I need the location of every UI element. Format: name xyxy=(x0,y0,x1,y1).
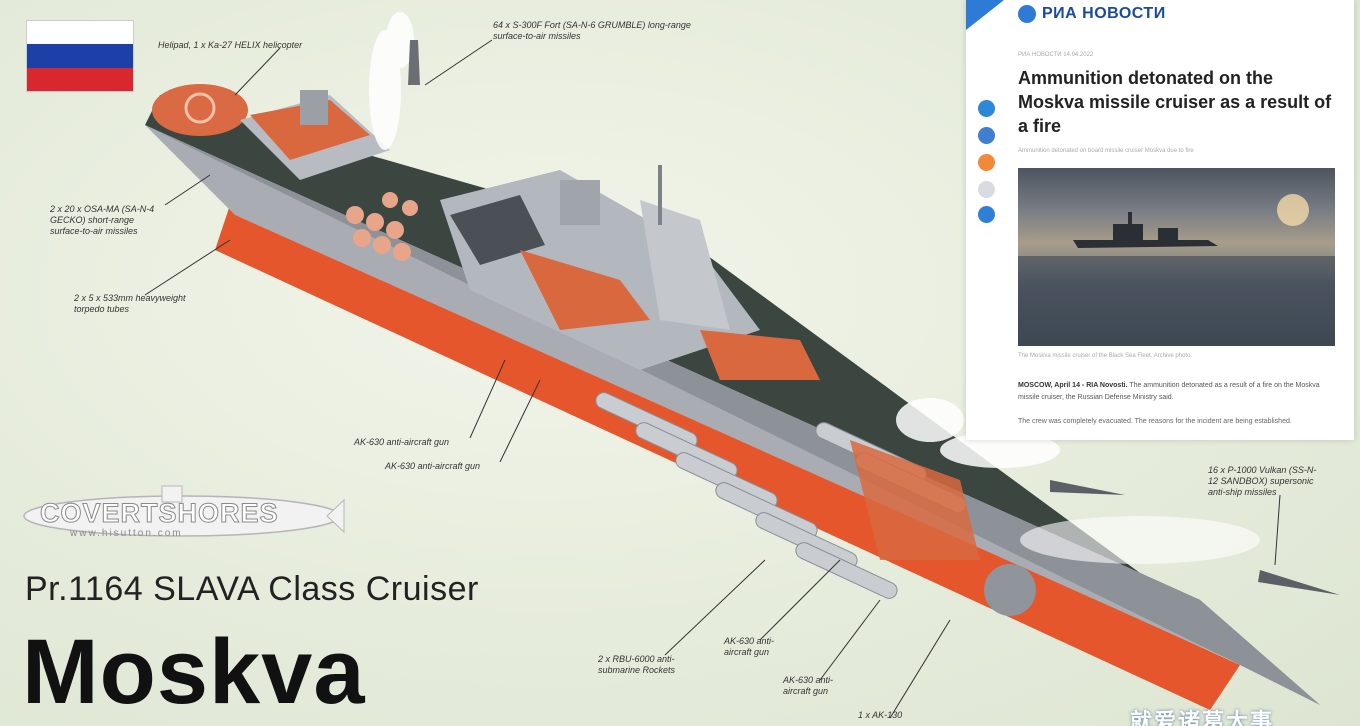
label-torpedo-tubes: 2 x 5 x 533mm heavyweight torpedo tubes xyxy=(74,293,186,314)
logo-url: www.hisutton.com xyxy=(70,528,183,539)
label-ak630-4: AK-630 anti- aircraft gun xyxy=(783,675,834,696)
ship-name-title: Moskva xyxy=(22,621,366,723)
label-rbu-6000: 2 x RBU-6000 anti- submarine Rockets xyxy=(598,654,676,675)
article-body-paragraph-2: The crew was completely evacuated. The r… xyxy=(1018,418,1292,425)
hull-waterline xyxy=(215,205,1240,710)
share-ok-icon[interactable] xyxy=(978,154,995,171)
russian-flag xyxy=(26,20,134,92)
forward-superstructure xyxy=(700,330,820,380)
vertical-launchers xyxy=(346,192,418,261)
deck xyxy=(145,95,1320,705)
share-telegram-icon[interactable] xyxy=(978,100,995,117)
article-date: РИА НОВОСТИ 14.04.2022 xyxy=(1018,52,1094,58)
launch-smoke xyxy=(369,12,1260,564)
article-headline[interactable]: Ammunition detonated on the Moskva missi… xyxy=(1018,68,1332,136)
ria-globe-icon xyxy=(1018,5,1036,23)
callout-lines xyxy=(144,39,1281,719)
label-ak630-2: AK-630 anti-aircraft gun xyxy=(385,461,481,471)
label-vulkan-missiles: 16 x P-1000 Vulkan (SS-N- 12 SANDBOX) su… xyxy=(1208,465,1317,497)
watermark: 就爱诸葛大事 xyxy=(1130,709,1275,726)
ria-news-article: РИА НОВОСТИ РИА НОВОСТИ 14.04.2022 Ammun… xyxy=(966,0,1354,440)
share-comment-icon[interactable] xyxy=(978,206,995,223)
label-helipad: Helipad, 1 x Ka-27 HELIX helicopter xyxy=(158,40,303,50)
logo-wordmark: COVERTSHORES xyxy=(40,498,279,529)
missile-vulkan-1 xyxy=(1050,480,1125,495)
share-link-icon[interactable] xyxy=(978,181,995,198)
missile-sam xyxy=(408,40,420,85)
label-sam-short-range: 2 x 20 x OSA-MA (SA-N-4 GECKO) short-ran… xyxy=(50,204,155,236)
dateline: MOSCOW, April 14 - RIA Novosti. xyxy=(1018,382,1128,389)
label-ak630-3: AK-630 anti- aircraft gun xyxy=(724,636,775,657)
class-subtitle: Pr.1164 SLAVA Class Cruiser xyxy=(25,570,479,608)
radar-mast-aft xyxy=(300,90,328,125)
helipad xyxy=(152,84,248,136)
label-ak130: 1 x AK-130 xyxy=(858,710,903,720)
ria-corner-accent xyxy=(966,0,1004,30)
article-photo[interactable] xyxy=(1018,168,1335,346)
label-sam-long-range: 64 x S-300F Fort (SA-N-6 GRUMBLE) long-r… xyxy=(493,20,691,41)
label-ak630-1: AK-630 anti-aircraft gun xyxy=(354,437,450,447)
cruiser-silhouette-photo xyxy=(1018,194,1335,346)
missile-vulkan-2 xyxy=(1258,570,1340,595)
share-vk-icon[interactable] xyxy=(978,127,995,144)
main-gun-turret xyxy=(984,564,1036,616)
article-lead: Ammunition detonated on board missile cr… xyxy=(1018,148,1194,154)
ria-brand-text: РИА НОВОСТИ xyxy=(1042,5,1166,22)
article-body-paragraph-1: MOSCOW, April 14 - RIA Novosti. The ammu… xyxy=(1018,380,1340,404)
ria-brand[interactable]: РИА НОВОСТИ xyxy=(1018,5,1166,23)
covertshores-submarine-logo xyxy=(23,485,345,537)
main-mast xyxy=(640,200,730,330)
body-text: The ammunition detonated as a result of … xyxy=(1018,382,1320,401)
photo-caption: The Moskva missile cruiser of the Black … xyxy=(1018,353,1193,359)
